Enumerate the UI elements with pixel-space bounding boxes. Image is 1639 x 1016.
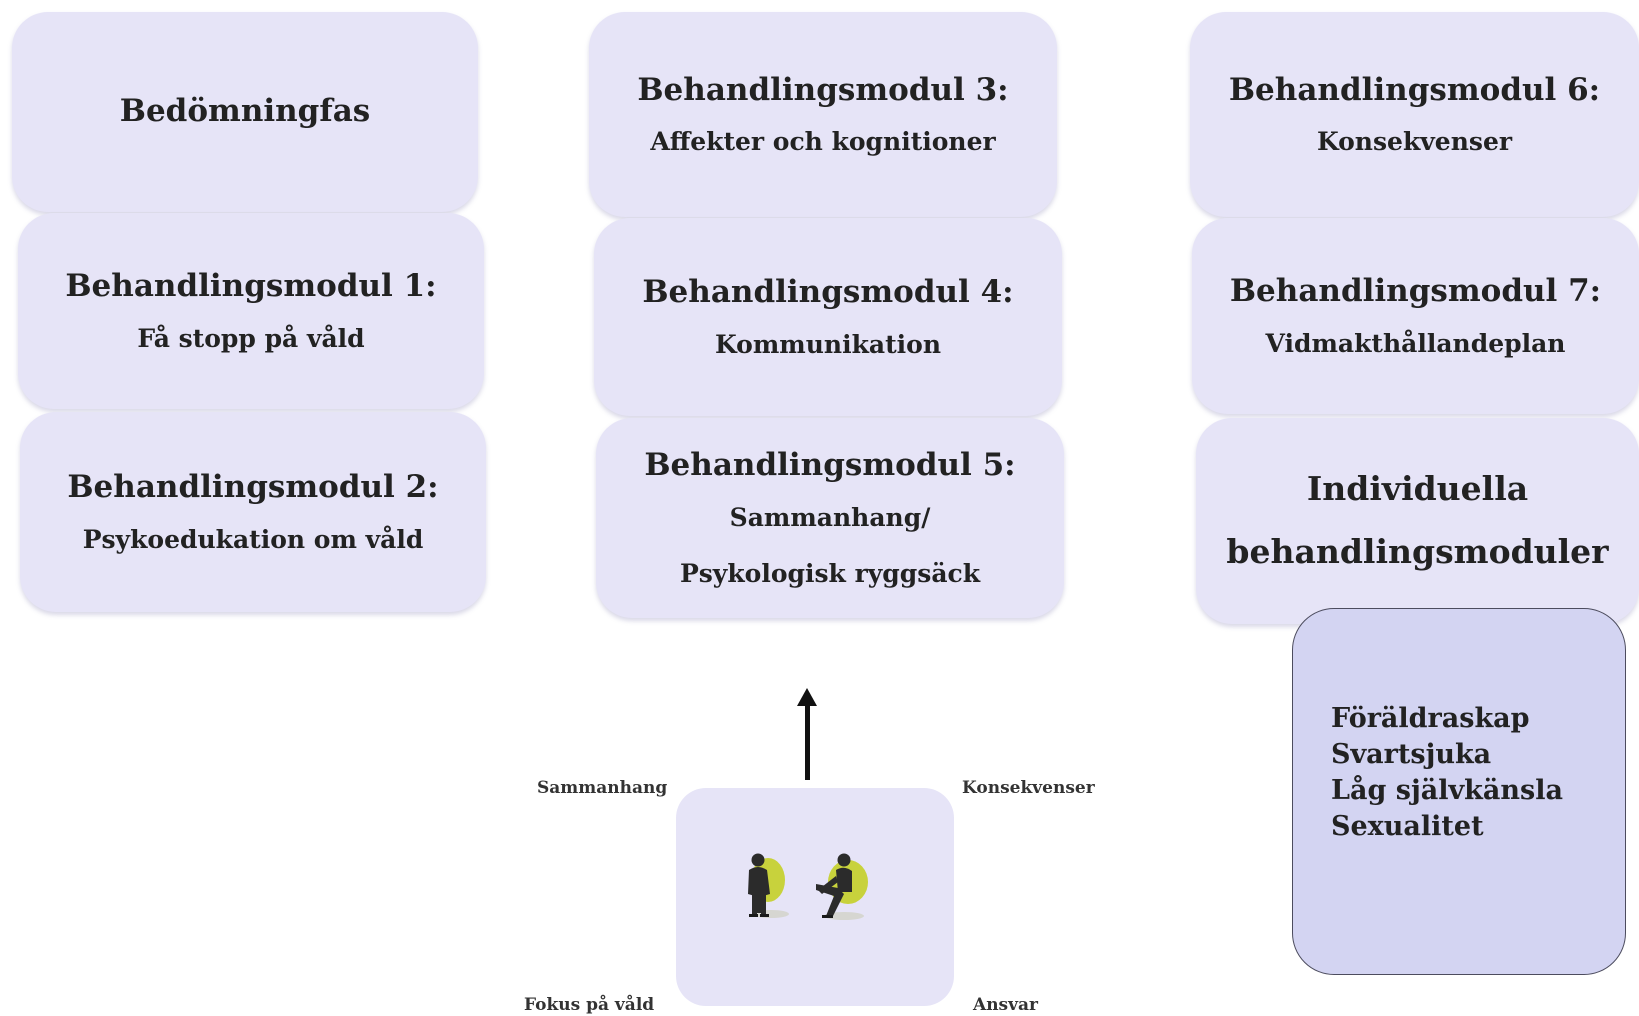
individual-modules-line1: Individuella [1306, 469, 1529, 509]
label-ansvar: Ansvar [973, 995, 1038, 1015]
treatment-module-3-subtitle: Affekter och kognitioner [650, 127, 996, 157]
treatment-module-4-box: Behandlingsmodul 4: Kommunikation [594, 218, 1062, 416]
treatment-module-5-title: Behandlingsmodul 5: [644, 447, 1016, 484]
treatment-module-5-subtitle-line2: Psykologisk ryggsäck [679, 558, 981, 588]
treatment-module-7-box: Behandlingsmodul 7: Vidmakthållandeplan [1192, 218, 1639, 414]
list-item: Sexualitet [1331, 811, 1484, 842]
label-fokus-pa-vald: Fokus på våld [524, 995, 655, 1015]
up-arrow-head-icon [797, 688, 817, 706]
treatment-module-2-title: Behandlingsmodul 2: [67, 469, 439, 506]
treatment-module-6-title: Behandlingsmodul 6: [1228, 71, 1601, 108]
treatment-module-7-title: Behandlingsmodul 7: [1229, 273, 1602, 310]
assessment-phase-box: Bedömningfas [12, 12, 478, 212]
individual-modules-list: Föräldraskap Svartsjuka Låg självkänsla … [1331, 701, 1563, 845]
treatment-module-4-subtitle: Kommunikation [714, 329, 942, 359]
up-arrow-shaft [805, 702, 810, 780]
treatment-module-4-title: Behandlingsmodul 4: [642, 274, 1014, 311]
treatment-module-1-title: Behandlingsmodul 1: [65, 268, 437, 305]
label-sammanhang: Sammanhang [537, 778, 668, 798]
list-item: Svartsjuka [1331, 739, 1492, 770]
therapy-session-icon [748, 853, 868, 920]
treatment-module-2-subtitle: Psykoedukation om våld [82, 524, 424, 554]
label-konsekvenser: Konsekvenser [962, 778, 1095, 798]
therapy-illustration-box [676, 788, 954, 1006]
treatment-module-2-box: Behandlingsmodul 2: Psykoedukation om vå… [20, 412, 486, 612]
individual-modules-box: Individuella behandlingsmoduler [1196, 418, 1639, 624]
list-item: Låg självkänsla [1331, 775, 1563, 806]
individual-modules-list-box: Föräldraskap Svartsjuka Låg självkänsla … [1292, 608, 1626, 975]
assessment-phase-title: Bedömningfas [119, 93, 371, 130]
treatment-module-1-subtitle: Få stopp på våld [137, 323, 365, 353]
list-item: Föräldraskap [1331, 703, 1530, 734]
treatment-module-1-box: Behandlingsmodul 1: Få stopp på våld [18, 213, 484, 409]
individual-modules-line2: behandlingsmoduler [1226, 532, 1609, 571]
treatment-module-6-subtitle: Konsekvenser [1316, 127, 1513, 157]
treatment-module-5-subtitle-line1: Sammanhang/ [729, 502, 931, 532]
treatment-module-3-title: Behandlingsmodul 3: [637, 71, 1009, 108]
treatment-module-7-subtitle: Vidmakthållandeplan [1265, 328, 1566, 358]
treatment-module-6-box: Behandlingsmodul 6: Konsekvenser [1190, 12, 1639, 217]
treatment-module-5-box: Behandlingsmodul 5: Sammanhang/ Psykolog… [596, 418, 1064, 618]
treatment-module-3-box: Behandlingsmodul 3: Affekter och kogniti… [589, 12, 1057, 217]
